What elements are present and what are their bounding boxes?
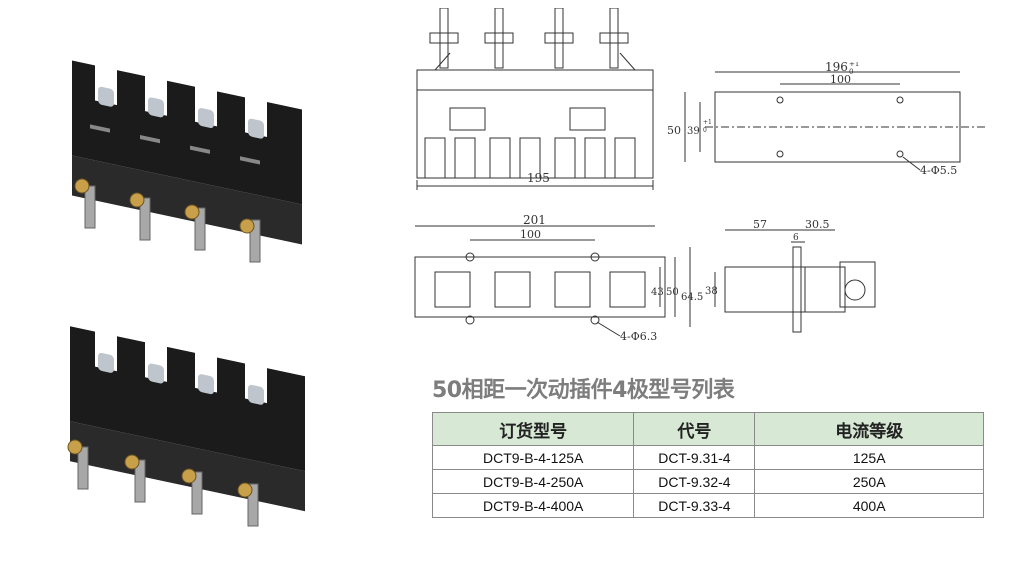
- cell-code: DCT-9.32-4: [633, 469, 756, 494]
- cell-order-model: DCT9-B-4-400A: [431, 493, 635, 518]
- mount-plan-drawing: 196 +1 0 100 50 39 +1 0 4-Φ5.5: [667, 62, 985, 177]
- header-order-model: 订货型号: [431, 412, 635, 446]
- cell-code: DCT-9.33-4: [633, 493, 756, 518]
- top-hole-note: 4-Φ6.3: [620, 330, 657, 343]
- product-photo-top: [72, 55, 302, 263]
- cell-order-model: DCT9-B-4-250A: [431, 469, 635, 494]
- table-row: DCT9-B-4-400A DCT-9.33-4 400A: [431, 493, 984, 518]
- mount-height-tol-lower: 0: [703, 127, 707, 134]
- mount-length-tol-lower: 0: [849, 68, 853, 76]
- side-d3: 6: [793, 233, 799, 243]
- top-hole-spacing: 100: [520, 228, 541, 241]
- table-row: DCT9-B-4-125A DCT-9.31-4 125A: [431, 445, 984, 470]
- cell-code: DCT-9.31-4: [633, 445, 756, 470]
- mount-length-dim: 196: [825, 62, 848, 74]
- header-code: 代号: [633, 412, 756, 446]
- table-title: 50相距一次动插件4极型号列表: [432, 378, 735, 403]
- model-table: 订货型号 代号 电流等级 DCT9-B-4-125A DCT-9.31-4 12…: [431, 412, 984, 518]
- side-view-drawing: 57 30.5 6 38: [705, 218, 876, 333]
- side-height: 38: [705, 286, 718, 297]
- mount-height-inner: 39: [687, 126, 700, 137]
- front-view-drawing: 195: [416, 8, 654, 190]
- mount-length-tol-upper: +1: [849, 62, 859, 68]
- product-photo-bottom: [67, 321, 305, 527]
- side-d2: 30.5: [805, 218, 830, 231]
- table-header-row: 订货型号 代号 电流等级: [431, 412, 984, 446]
- cell-current-rating: 125A: [754, 445, 984, 470]
- side-d1: 57: [753, 218, 767, 231]
- top-overall-length: 201: [523, 213, 546, 227]
- cell-current-rating: 400A: [754, 493, 984, 518]
- table-row: DCT9-B-4-250A DCT-9.32-4 250A: [431, 469, 984, 494]
- top-view-drawing: 201 100 43 50 64.5 4-Φ6.3: [414, 213, 703, 343]
- cell-current-rating: 250A: [754, 469, 984, 494]
- front-width-dim: 195: [527, 171, 550, 185]
- cell-order-model: DCT9-B-4-125A: [431, 445, 635, 470]
- mount-height-outer: 50: [667, 124, 681, 137]
- mount-hole-note: 4-Φ5.5: [920, 164, 957, 177]
- header-current-rating: 电流等级: [754, 412, 984, 446]
- top-h3: 64.5: [681, 292, 703, 303]
- mount-height-tol-upper: +1: [703, 119, 712, 126]
- top-h2: 50: [666, 287, 679, 298]
- mount-hole-spacing: 100: [830, 73, 851, 86]
- top-h1: 43: [651, 287, 664, 298]
